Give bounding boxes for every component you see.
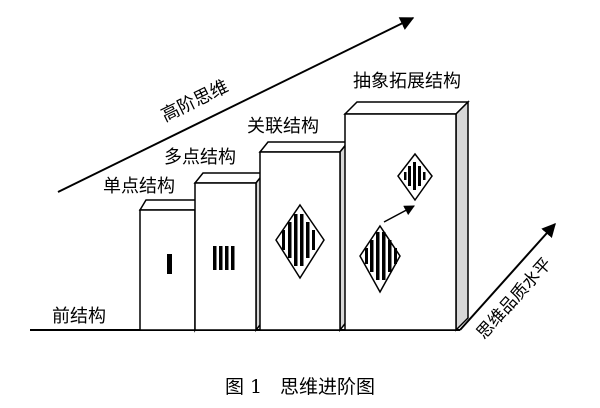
single-bar-icon: [167, 254, 172, 274]
caption-number: 图 1: [225, 376, 262, 398]
quality-level-arrow: [459, 222, 556, 331]
extended-diamond-icon-lower: [359, 224, 401, 294]
caption-title: 思维进阶图: [280, 376, 375, 398]
label-abstract-extended: 抽象拓展结构: [353, 71, 461, 92]
label-single-point: 单点结构: [103, 176, 175, 197]
label-multi-point: 多点结构: [164, 147, 236, 168]
higher-order-arrow: [57, 17, 415, 193]
extended-diamond-icon-upper: [397, 152, 433, 202]
label-higher-order-thinking: 高阶思维: [158, 76, 232, 126]
label-thinking-quality-level: 思维品质水平: [473, 254, 556, 343]
block-multi-point: [193, 170, 266, 333]
extension-arrow: [383, 205, 415, 223]
label-relational: 关联结构: [247, 116, 319, 137]
label-pre-structural: 前结构: [52, 306, 106, 327]
block-relational: [258, 139, 350, 333]
multi-bars-icon: [213, 246, 235, 270]
block-single-point: [138, 197, 203, 333]
block-abstract-extended: [343, 100, 470, 332]
relational-diamond-icon: [275, 203, 325, 280]
